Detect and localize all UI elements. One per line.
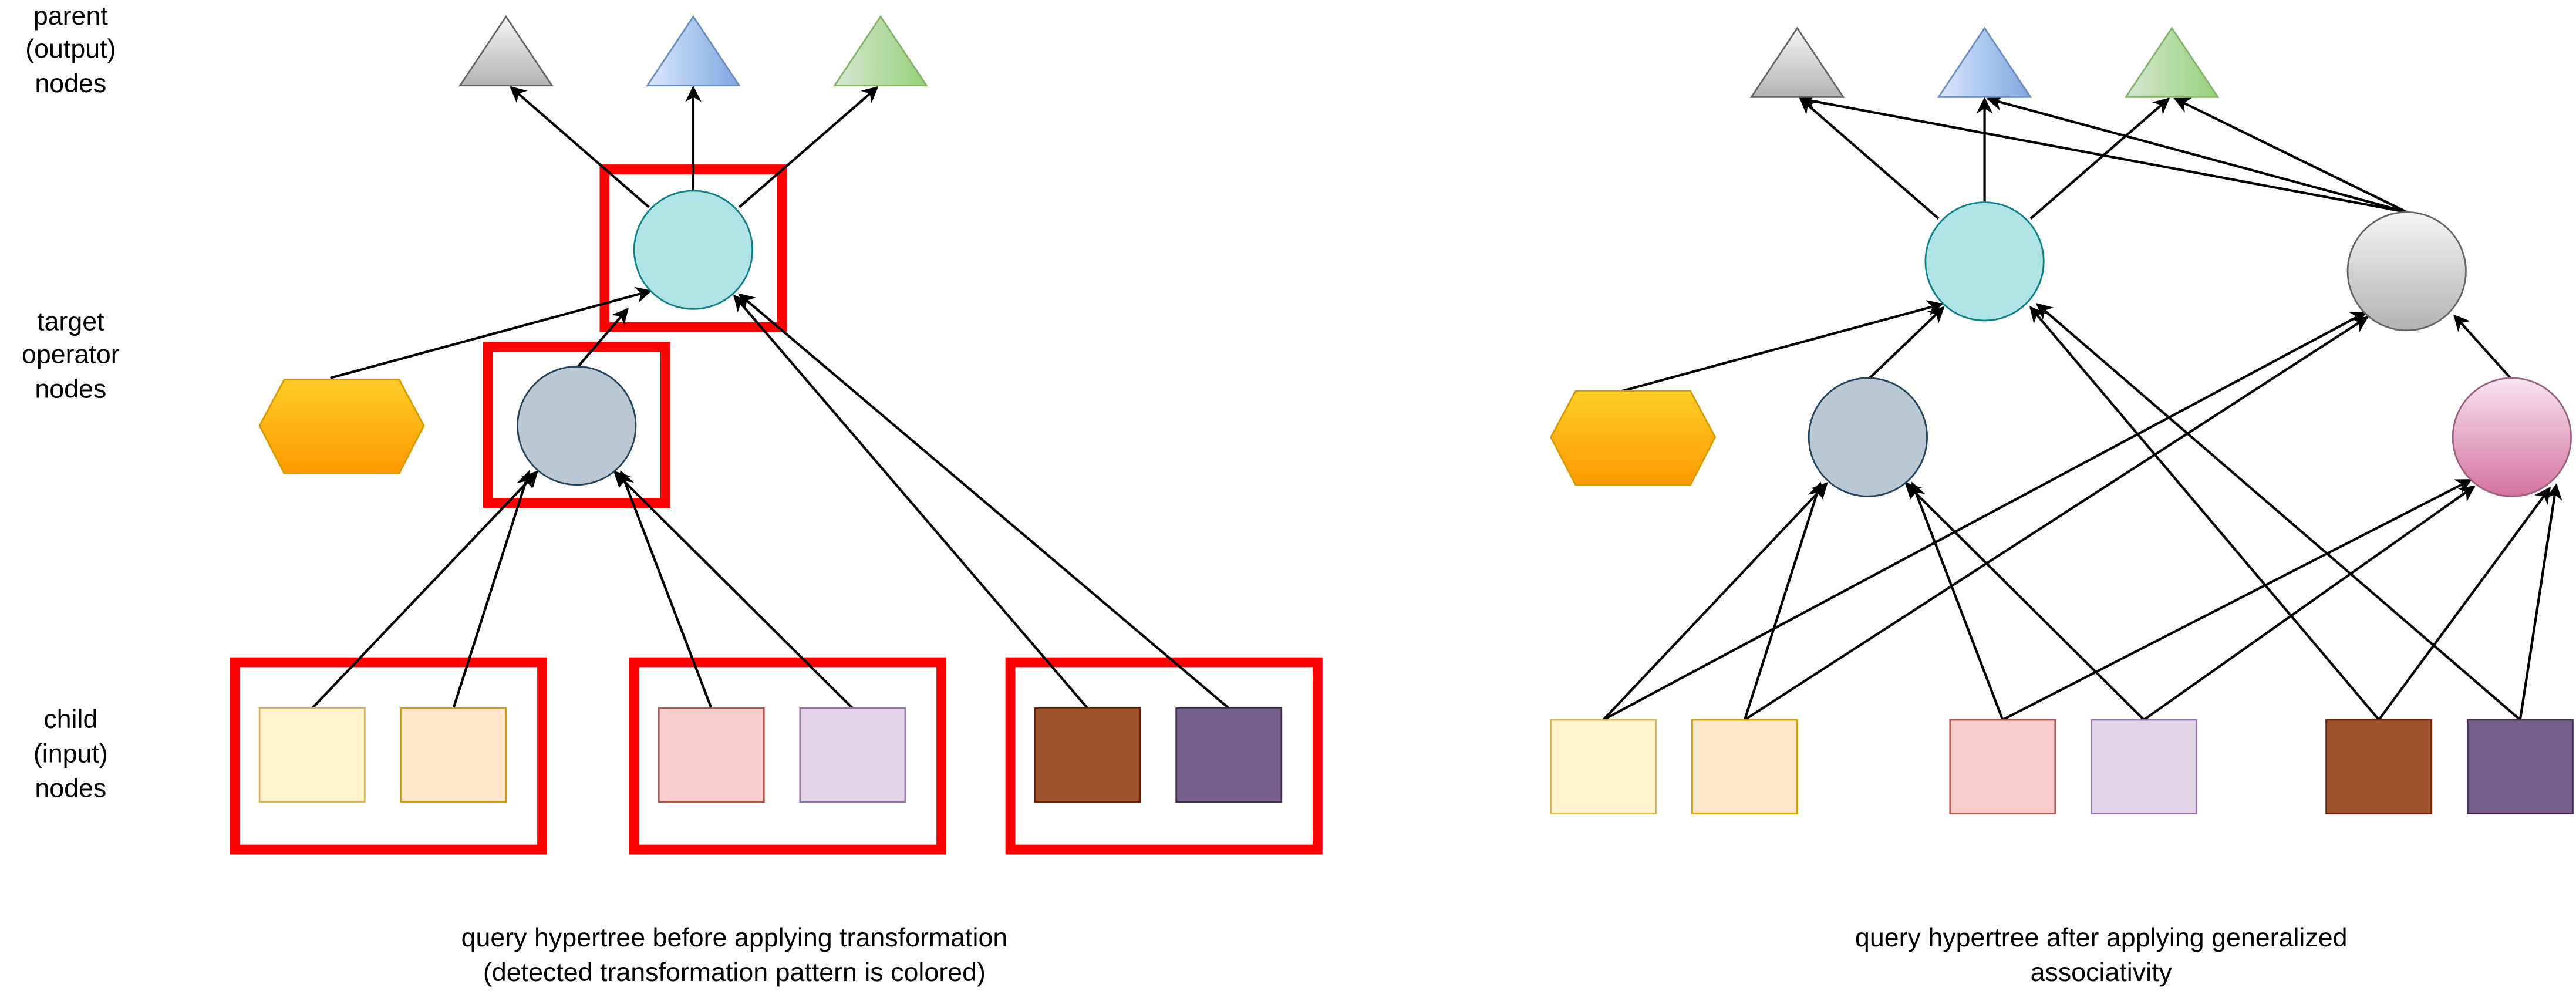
- edge: [613, 470, 854, 709]
- slate-operator-node: [1808, 377, 1928, 497]
- row-label-child-line-2: (input): [33, 739, 108, 768]
- cyan-operator-node: [1924, 201, 2045, 322]
- green-triangle-icon: [2124, 26, 2220, 98]
- edge: [1603, 311, 2368, 721]
- row-label-child: child (input) nodes: [33, 705, 108, 803]
- edge: [2453, 314, 2513, 381]
- light-orange-child-node: [1691, 719, 1798, 814]
- orange-hexagon-node: [258, 379, 425, 474]
- row-label-target: target operator nodes: [22, 307, 120, 404]
- edge: [738, 86, 879, 208]
- pink-operator-node: [2452, 377, 2572, 497]
- light-red-child-node: [1949, 719, 2056, 814]
- left-edges: [311, 85, 1230, 710]
- caption-right-line-1: query hypertree after applying generaliz…: [1855, 923, 2348, 952]
- edge: [738, 293, 1230, 710]
- caption-left-line-1: query hypertree before applying transfor…: [461, 923, 1008, 952]
- caption-left-line-2: (detected transformation pattern is colo…: [483, 958, 986, 987]
- edge: [2173, 97, 2408, 214]
- row-label-target-line-2: operator: [22, 340, 120, 369]
- caption-left: query hypertree before applying transfor…: [461, 923, 1008, 987]
- dark-purple-child-node: [2466, 719, 2574, 814]
- brown-child-node: [1034, 707, 1141, 803]
- right-hypertree: [1550, 26, 2574, 814]
- edge: [1621, 300, 1944, 393]
- highlight-boxes: [230, 164, 1323, 855]
- light-purple-child-node: [2091, 719, 2197, 814]
- dark-purple-child-node: [1175, 707, 1283, 803]
- edge: [2035, 303, 2521, 721]
- light-orange-child-node: [400, 707, 507, 803]
- row-label-child-line-3: nodes: [35, 774, 106, 803]
- edge: [1910, 481, 2004, 720]
- edge: [2029, 97, 2170, 220]
- gray-triangle-icon: [1749, 26, 1845, 98]
- highlight-box-child-group-1: [230, 657, 547, 855]
- left-hypertree: [230, 15, 1323, 855]
- highlight-box-child-group-2: [629, 657, 946, 855]
- blue-triangle-icon: [1937, 26, 2032, 98]
- row-label-child-line-1: child: [43, 705, 97, 734]
- edge: [2378, 487, 2551, 721]
- edge: [1986, 95, 2408, 214]
- row-label-parent-line-3: nodes: [35, 69, 106, 98]
- light-yellow-child-node: [258, 707, 366, 803]
- slate-operator-node: [517, 365, 637, 486]
- edge: [2143, 485, 2476, 721]
- edge: [1799, 97, 1940, 220]
- edge: [510, 86, 650, 208]
- orange-hexagon-node: [1550, 390, 1717, 486]
- edge: [1602, 481, 1828, 721]
- edge: [452, 470, 532, 709]
- highlight-box-mid-operator: [483, 342, 670, 508]
- edge: [618, 470, 713, 709]
- light-purple-child-node: [799, 707, 906, 803]
- row-label-parent: parent (output) nodes: [25, 1, 116, 98]
- edge: [1743, 481, 1824, 720]
- row-label-target-line-1: target: [37, 307, 104, 336]
- edge: [733, 294, 1089, 709]
- gray-triangle-icon: [458, 15, 554, 87]
- row-label-parent-line-2: (output): [25, 34, 116, 63]
- cyan-operator-node: [633, 190, 754, 310]
- edge: [575, 308, 629, 369]
- caption-right: query hypertree after applying generaliz…: [1855, 923, 2348, 987]
- brown-child-node: [2325, 719, 2433, 814]
- edge: [2029, 306, 2380, 721]
- edge: [311, 470, 539, 709]
- highlight-box-child-group-3: [1005, 657, 1323, 855]
- gray-operator-node: [2346, 211, 2467, 332]
- edge: [2518, 483, 2562, 720]
- row-label-parent-line-1: parent: [33, 1, 108, 31]
- edge: [1904, 482, 2145, 721]
- edge: [2002, 478, 2473, 721]
- green-triangle-icon: [833, 15, 928, 87]
- right-edges: [1602, 93, 2562, 721]
- edge: [1867, 306, 1945, 381]
- edge: [1744, 316, 2369, 721]
- light-red-child-node: [658, 707, 765, 803]
- edge: [1799, 93, 2408, 214]
- row-label-target-line-3: nodes: [35, 374, 106, 403]
- blue-triangle-icon: [645, 15, 741, 87]
- edge: [329, 286, 652, 379]
- caption-right-line-2: associativity: [2031, 958, 2173, 987]
- light-yellow-child-node: [1550, 719, 1657, 814]
